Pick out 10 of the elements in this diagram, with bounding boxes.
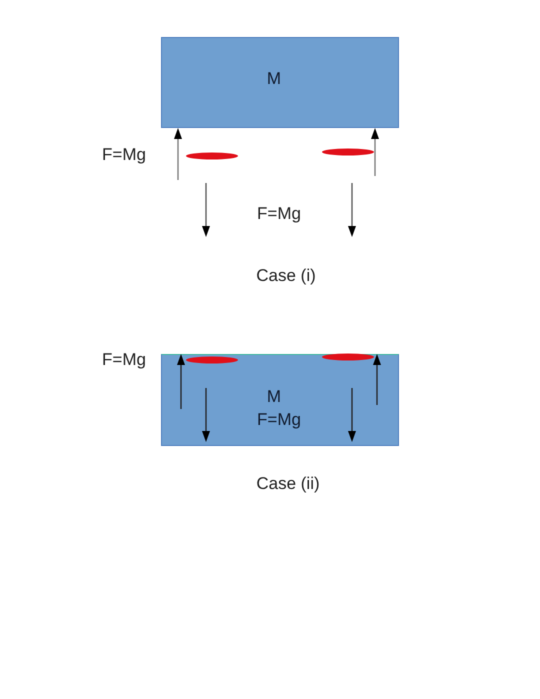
mass-label: M [266,387,282,407]
mass-block [161,37,399,128]
force-label: F=Mg [102,350,146,370]
mass-block [161,354,399,446]
case-caption: Case (i) [256,266,316,286]
case-caption: Case (ii) [256,474,320,494]
force-label: F=Mg [257,410,301,430]
mass-label: M [266,69,282,89]
force-label: F=Mg [102,145,146,165]
force-label: F=Mg [257,204,301,224]
